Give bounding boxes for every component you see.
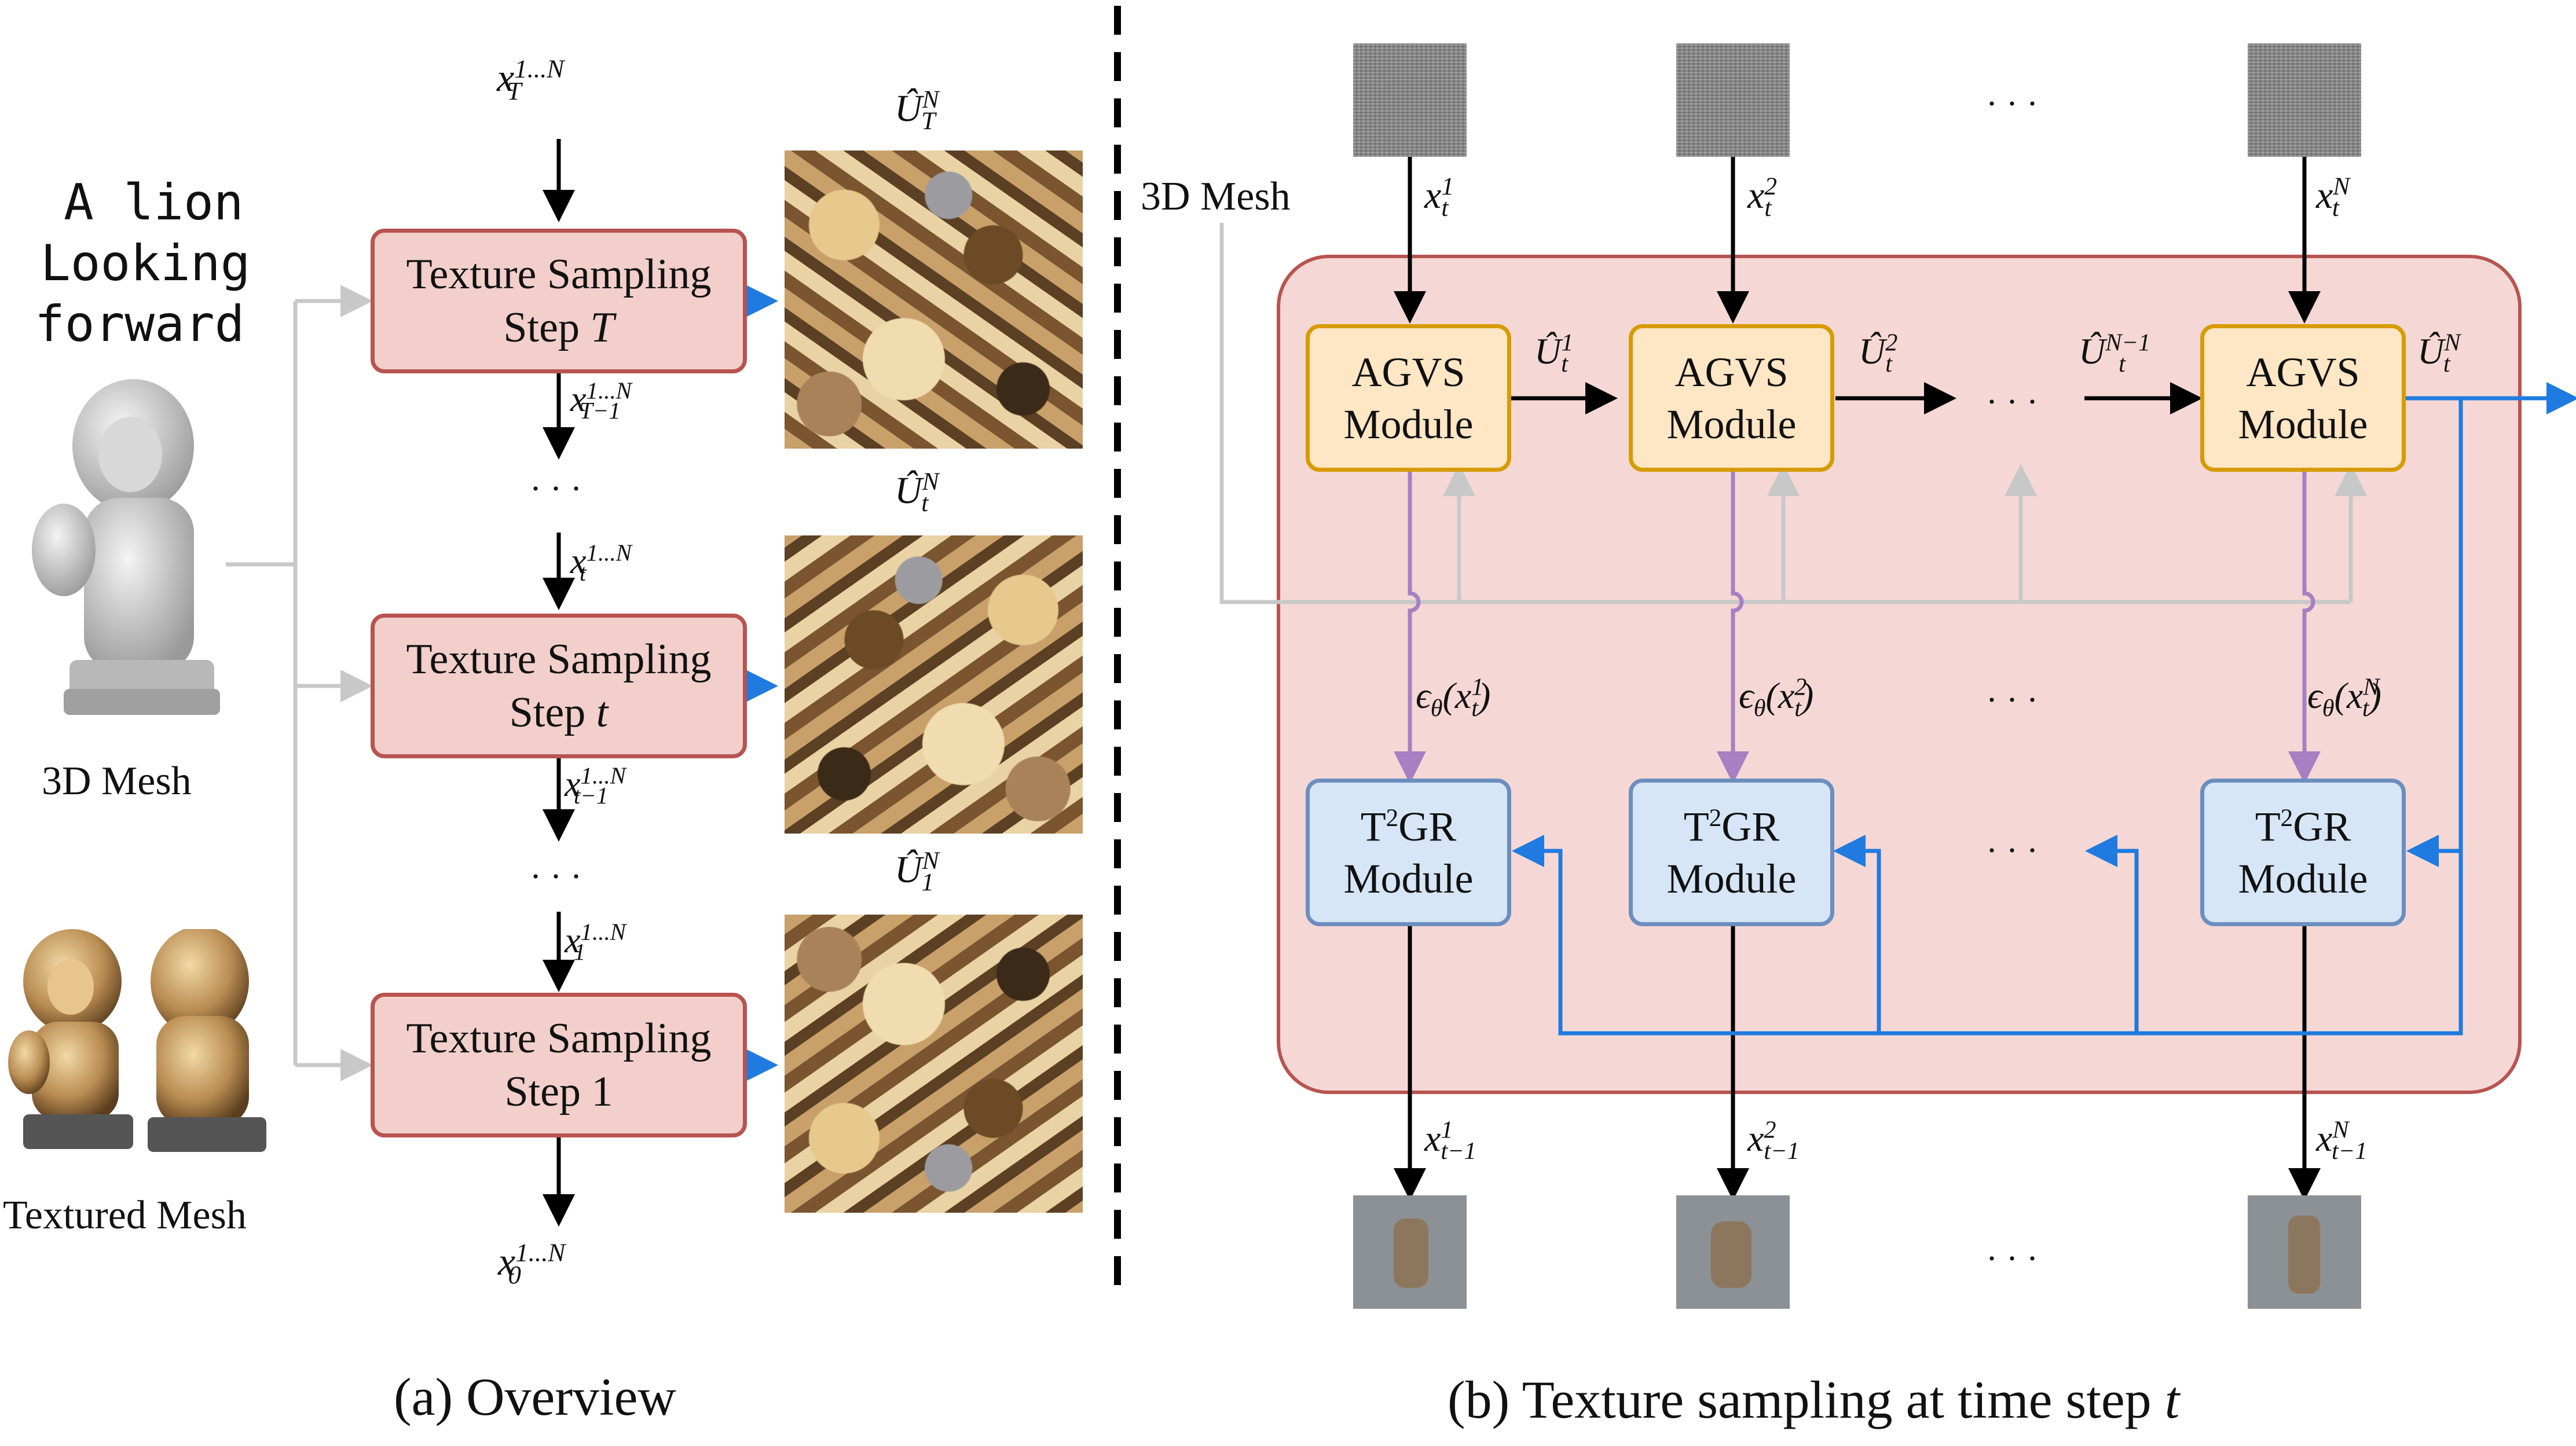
prompt-line-1: A lion [64, 174, 244, 232]
textured-mesh-label: Textured Mesh [3, 1193, 247, 1238]
step-T-word: Step [503, 304, 580, 351]
eps-xN-label: ϵθ(xNt) [2307, 673, 2381, 722]
t2gr-module-2: T2GR Module [1629, 779, 1834, 926]
step-t-word: Step [509, 689, 586, 736]
ellipsis-eps: · · · [1986, 681, 2038, 719]
ellipsis-left-2: · · · [530, 857, 582, 896]
textured-lion-icon [8, 929, 266, 1152]
step-T-var: T [590, 304, 614, 351]
t2gr-1-line2: Module [1343, 855, 1474, 902]
x-t-1-out-N: xNt−1 [2316, 1116, 2368, 1165]
caption-b: (b) Texture sampling at time step t [1448, 1369, 2179, 1430]
agvs-1-line1: AGVS [1351, 348, 1465, 395]
ellipsis-left-1: · · · [530, 469, 582, 508]
t2gr-1-GR: GR [1398, 803, 1457, 850]
t2gr-2-line2: Module [1666, 855, 1797, 902]
x-1-label: x1...N1 [565, 919, 626, 966]
caption-a: (a) Overview [394, 1367, 676, 1426]
step-T-line2: Step T [503, 301, 614, 355]
texture-sampling-step-T: Texture Sampling Step T [371, 229, 747, 373]
step-t-line1: Texture Sampling [406, 635, 712, 683]
U-t-2-label: Û2t [1859, 329, 1898, 377]
step-1-line2: Step 1 [504, 1068, 613, 1115]
texture-sampling-step-t: Texture Sampling Step t [371, 614, 747, 758]
t2gr-N-sup: 2 [2280, 804, 2293, 832]
t2gr-1-T: T [1360, 803, 1386, 850]
caption-b-var: t [2164, 1370, 2180, 1429]
step-t-line2: Step t [510, 686, 609, 740]
noise-image-icon [1676, 43, 1790, 157]
t2gr-2-line1: T2GR [1684, 801, 1780, 853]
x-0-label: x1...N0 [498, 1238, 566, 1289]
t2gr-2-sup: 2 [1709, 804, 1722, 832]
x-t-2-input: x2t [1747, 173, 1778, 222]
prompt-line-3: forward [35, 295, 245, 353]
t2gr-1-sup: 2 [1386, 804, 1399, 832]
noise-image-icon [1676, 1195, 1790, 1309]
right-mesh-label: 3D Mesh [1141, 174, 1291, 219]
agvs-1-line2: Module [1343, 401, 1474, 447]
prompt-line-2: Looking [41, 234, 251, 292]
t2gr-2-GR: GR [1721, 803, 1780, 850]
x-t-1-label: x1...Nt−1 [565, 762, 626, 809]
t2gr-N-line2: Module [2238, 855, 2368, 902]
left-mesh-label: 3D Mesh [42, 759, 192, 803]
U-1-label: ÛN1 [895, 847, 939, 897]
noise-image-icon [2248, 1195, 2361, 1309]
agvs-2-line1: AGVS [1674, 348, 1789, 395]
x-t-1-input: x1t [1424, 173, 1454, 222]
texture-map-icon [785, 151, 1083, 449]
t2gr-1-line1: T2GR [1361, 801, 1457, 853]
t2gr-2-T: T [1683, 803, 1709, 850]
t2gr-N-GR: GR [2293, 803, 2351, 850]
step-t-var: t [596, 689, 609, 736]
mesh-to-steps-connectors [226, 285, 373, 1081]
x-t-1-out-2: x2t−1 [1747, 1116, 1800, 1165]
x-t-1-out-1: x1t−1 [1424, 1116, 1476, 1165]
agvs-module-1: AGVS Module [1306, 324, 1511, 472]
x-t-N-input: xNt [2316, 173, 2350, 222]
texture-sampling-step-1: Texture Sampling Step 1 [371, 993, 747, 1137]
noise-image-icon [1353, 1195, 1467, 1309]
step-1-line1: Texture Sampling [406, 1014, 712, 1062]
t2gr-module-1: T2GR Module [1306, 779, 1511, 926]
agvs-module-2: AGVS Module [1629, 324, 1834, 472]
t2gr-N-T: T [2255, 803, 2281, 850]
U-T-label: ÛNT [895, 86, 939, 135]
ellipsis-bottom: · · · [1986, 1239, 2038, 1278]
agvs-N-line1: AGVS [2246, 348, 2360, 395]
agvs-module-N: AGVS Module [2200, 324, 2406, 472]
agvs-2-line2: Module [1666, 401, 1797, 447]
step-T-line1: Texture Sampling [406, 250, 712, 298]
ellipsis-agvs: · · · [1986, 383, 2038, 421]
x-T-1-label: x1...NT−1 [570, 377, 632, 424]
t2gr-module-N: T2GR Module [2200, 779, 2406, 926]
agvs-N-line2: Module [2238, 401, 2368, 447]
U-t-1-label: Û1t [1534, 329, 1574, 377]
U-t-N-label: ÛNt [2417, 329, 2461, 377]
ellipsis-t2gr: · · · [1986, 831, 2038, 869]
eps-x2-label: ϵθ(x2t) [1739, 673, 1814, 722]
ellipsis-top: · · · [1986, 85, 2038, 123]
x-t-label: x1...Nt [570, 540, 632, 586]
U-t-N-1-label: ÛN−1t [2079, 329, 2151, 377]
x-T-label: x1...NT [497, 54, 565, 105]
lion-sculpture-icon [32, 379, 220, 715]
step-to-texture-arrows [746, 285, 778, 1081]
caption-b-text: (b) Texture sampling at time step [1448, 1370, 2152, 1429]
t2gr-N-line1: T2GR [2255, 801, 2351, 853]
noise-image-icon [1353, 43, 1467, 157]
noise-image-icon [2248, 43, 2361, 157]
U-t-label: ÛNt [895, 468, 939, 518]
eps-x1-label: ϵθ(x1t) [1416, 673, 1491, 722]
